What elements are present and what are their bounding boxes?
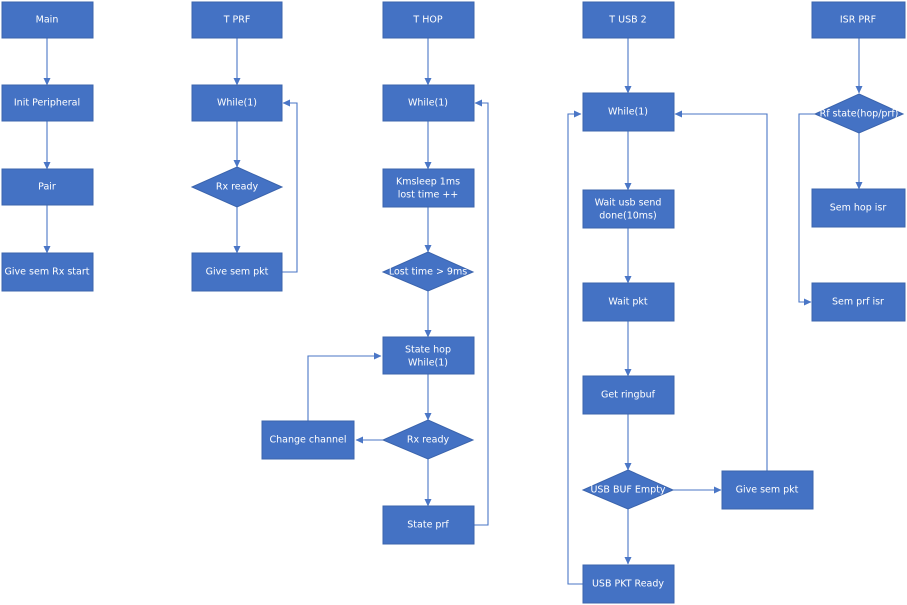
node-main [1,1,94,39]
label-give-sem-rx-start: Give sem Rx start [5,267,90,278]
node-prf-give-sem-pkt [191,252,283,292]
node-usb-wait-pkt [582,282,675,322]
node-init-peripheral [1,84,94,122]
label-isr-rf-state: Rf state(hop/prf) [820,109,899,120]
label-hop-state-hop-line2: While(1) [408,358,448,369]
label-hop-state-prf: State prf [407,520,449,531]
label-prf-give-sem-pkt: Give sem pkt [206,267,269,278]
label-usb-wait-send-line1: Wait usb send [595,198,662,209]
label-init-peripheral: Init Peripheral [14,98,80,109]
node-isr-rf-state [813,93,905,134]
label-t-prf: T PRF [223,15,251,26]
label-usb-give-sem-pkt: Give sem pkt [736,485,799,496]
label-pair: Pair [38,182,56,193]
label-usb-while: While(1) [608,107,648,118]
edge-prf-give-sem-loop-back [282,99,298,273]
node-usb-buf-empty [581,469,675,510]
node-isr-sem-hop [811,188,906,228]
label-t-usb2: T USB 2 [608,15,646,26]
label-prf-while: While(1) [217,98,257,109]
node-t-prf [191,1,283,39]
node-prf-while [191,84,283,122]
label-usb-pkt-ready: USB PKT Ready [592,579,664,590]
edge-rf-state-to-sem-prf [798,113,819,306]
node-usb-wait-send [582,189,675,229]
node-isr-sem-prf [811,282,906,322]
node-t-usb2 [582,1,675,39]
label-isr-sem-hop: Sem hop isr [830,203,887,214]
node-hop-state-prf [382,505,475,545]
label-main: Main [36,15,59,26]
label-hop-while: While(1) [408,98,448,109]
node-isr-prf [811,1,906,39]
edge-give-sem-loop-back [674,110,768,471]
node-usb-get-ringbuf [582,375,675,415]
label-isr-sem-prf: Sem prf isr [832,297,884,308]
label-hop-change-channel: Change channel [270,435,347,446]
node-give-sem-rx-start [1,252,94,292]
label-hop-state-hop-line1: State hop [405,345,451,356]
label-hop-lost-time: Lost time > 9ms [389,267,467,278]
edge-state-prf-loop-back [474,99,489,526]
node-usb-pkt-ready [582,564,675,604]
label-t-hop: T HOP [412,15,442,26]
label-hop-kmsleep-line1: Kmsleep 1ms [396,177,460,188]
node-hop-lost-time [381,251,475,292]
label-hop-kmsleep-line2: lost time ++ [398,190,459,201]
node-usb-while [582,92,675,132]
edge-pkt-ready-loop-back [567,110,583,585]
node-hop-while [382,84,475,122]
label-isr-prf: ISR PRF [840,15,876,26]
node-hop-kmsleep [382,168,475,208]
node-t-hop [382,1,475,39]
label-usb-wait-send-line2: done(10ms) [599,211,656,222]
node-hop-change-channel [261,420,355,460]
label-hop-rx-ready: Rx ready [407,435,450,446]
label-usb-wait-pkt: Wait pkt [608,297,648,308]
edge-change-channel-loop-back [307,352,382,421]
node-hop-state-hop [382,336,475,375]
node-hop-rx-ready [381,419,475,460]
node-usb-give-sem-pkt [721,470,814,510]
node-prf-rx-ready [190,166,284,208]
label-usb-get-ringbuf: Get ringbuf [601,390,656,401]
label-usb-buf-empty: USB BUF Empty [590,485,665,496]
edges [43,38,863,585]
node-pair [1,168,94,206]
label-prf-rx-ready: Rx ready [216,182,259,193]
